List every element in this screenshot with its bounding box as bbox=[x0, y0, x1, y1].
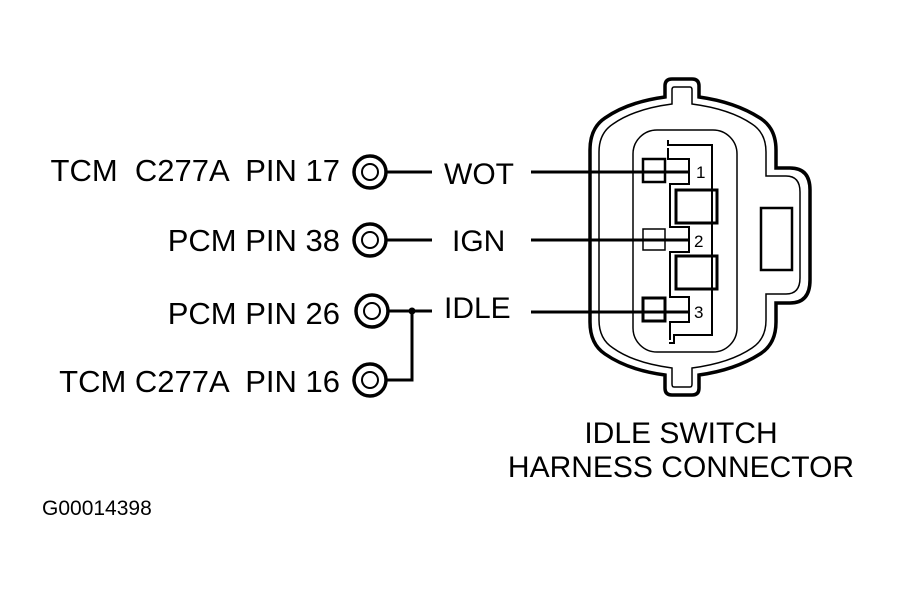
pin-number-1: 1 bbox=[696, 163, 705, 182]
terminal-pin38 bbox=[352, 222, 388, 258]
source-label-tcm-pin17: TCM C277A PIN 17 bbox=[51, 153, 340, 188]
pin-3-terminal bbox=[641, 296, 667, 323]
connector-outer-shell bbox=[588, 77, 812, 397]
source-label-pcm-pin26: PCM PIN 26 bbox=[168, 296, 340, 331]
connector-inner-shell bbox=[598, 86, 801, 388]
terminal-pin26 bbox=[354, 293, 390, 329]
wire-pin16-splice bbox=[386, 307, 416, 382]
pin-separator-2 bbox=[674, 254, 719, 291]
source-label-tcm-pin16: TCM C277A PIN 16 bbox=[59, 364, 340, 399]
signal-label-wot: WOT bbox=[444, 158, 514, 191]
pin-2-terminal bbox=[642, 228, 666, 251]
connector-latch bbox=[759, 206, 794, 272]
pin-number-2: 2 bbox=[694, 232, 703, 251]
connector-cavity bbox=[632, 129, 738, 353]
connector-title-line1: IDLE SWITCH bbox=[584, 417, 777, 450]
terminal-pin17 bbox=[352, 154, 388, 190]
idle-switch-connector: 1 2 3 bbox=[588, 77, 812, 397]
splice-dot bbox=[408, 307, 416, 315]
terminal-pin16 bbox=[352, 362, 388, 398]
figure-id: G00014398 bbox=[42, 497, 152, 520]
signal-label-idle: IDLE bbox=[444, 292, 511, 325]
terminal-comb-outline bbox=[667, 140, 713, 344]
pin-number-3: 3 bbox=[694, 303, 703, 322]
pin-separator-1 bbox=[674, 188, 719, 225]
terminal-comb-inner bbox=[667, 148, 690, 340]
signal-label-ign: IGN bbox=[452, 225, 505, 258]
connector-title-line2: HARNESS CONNECTOR bbox=[508, 451, 854, 484]
pin-1-terminal bbox=[641, 157, 667, 184]
source-label-pcm-pin38: PCM PIN 38 bbox=[168, 223, 340, 258]
